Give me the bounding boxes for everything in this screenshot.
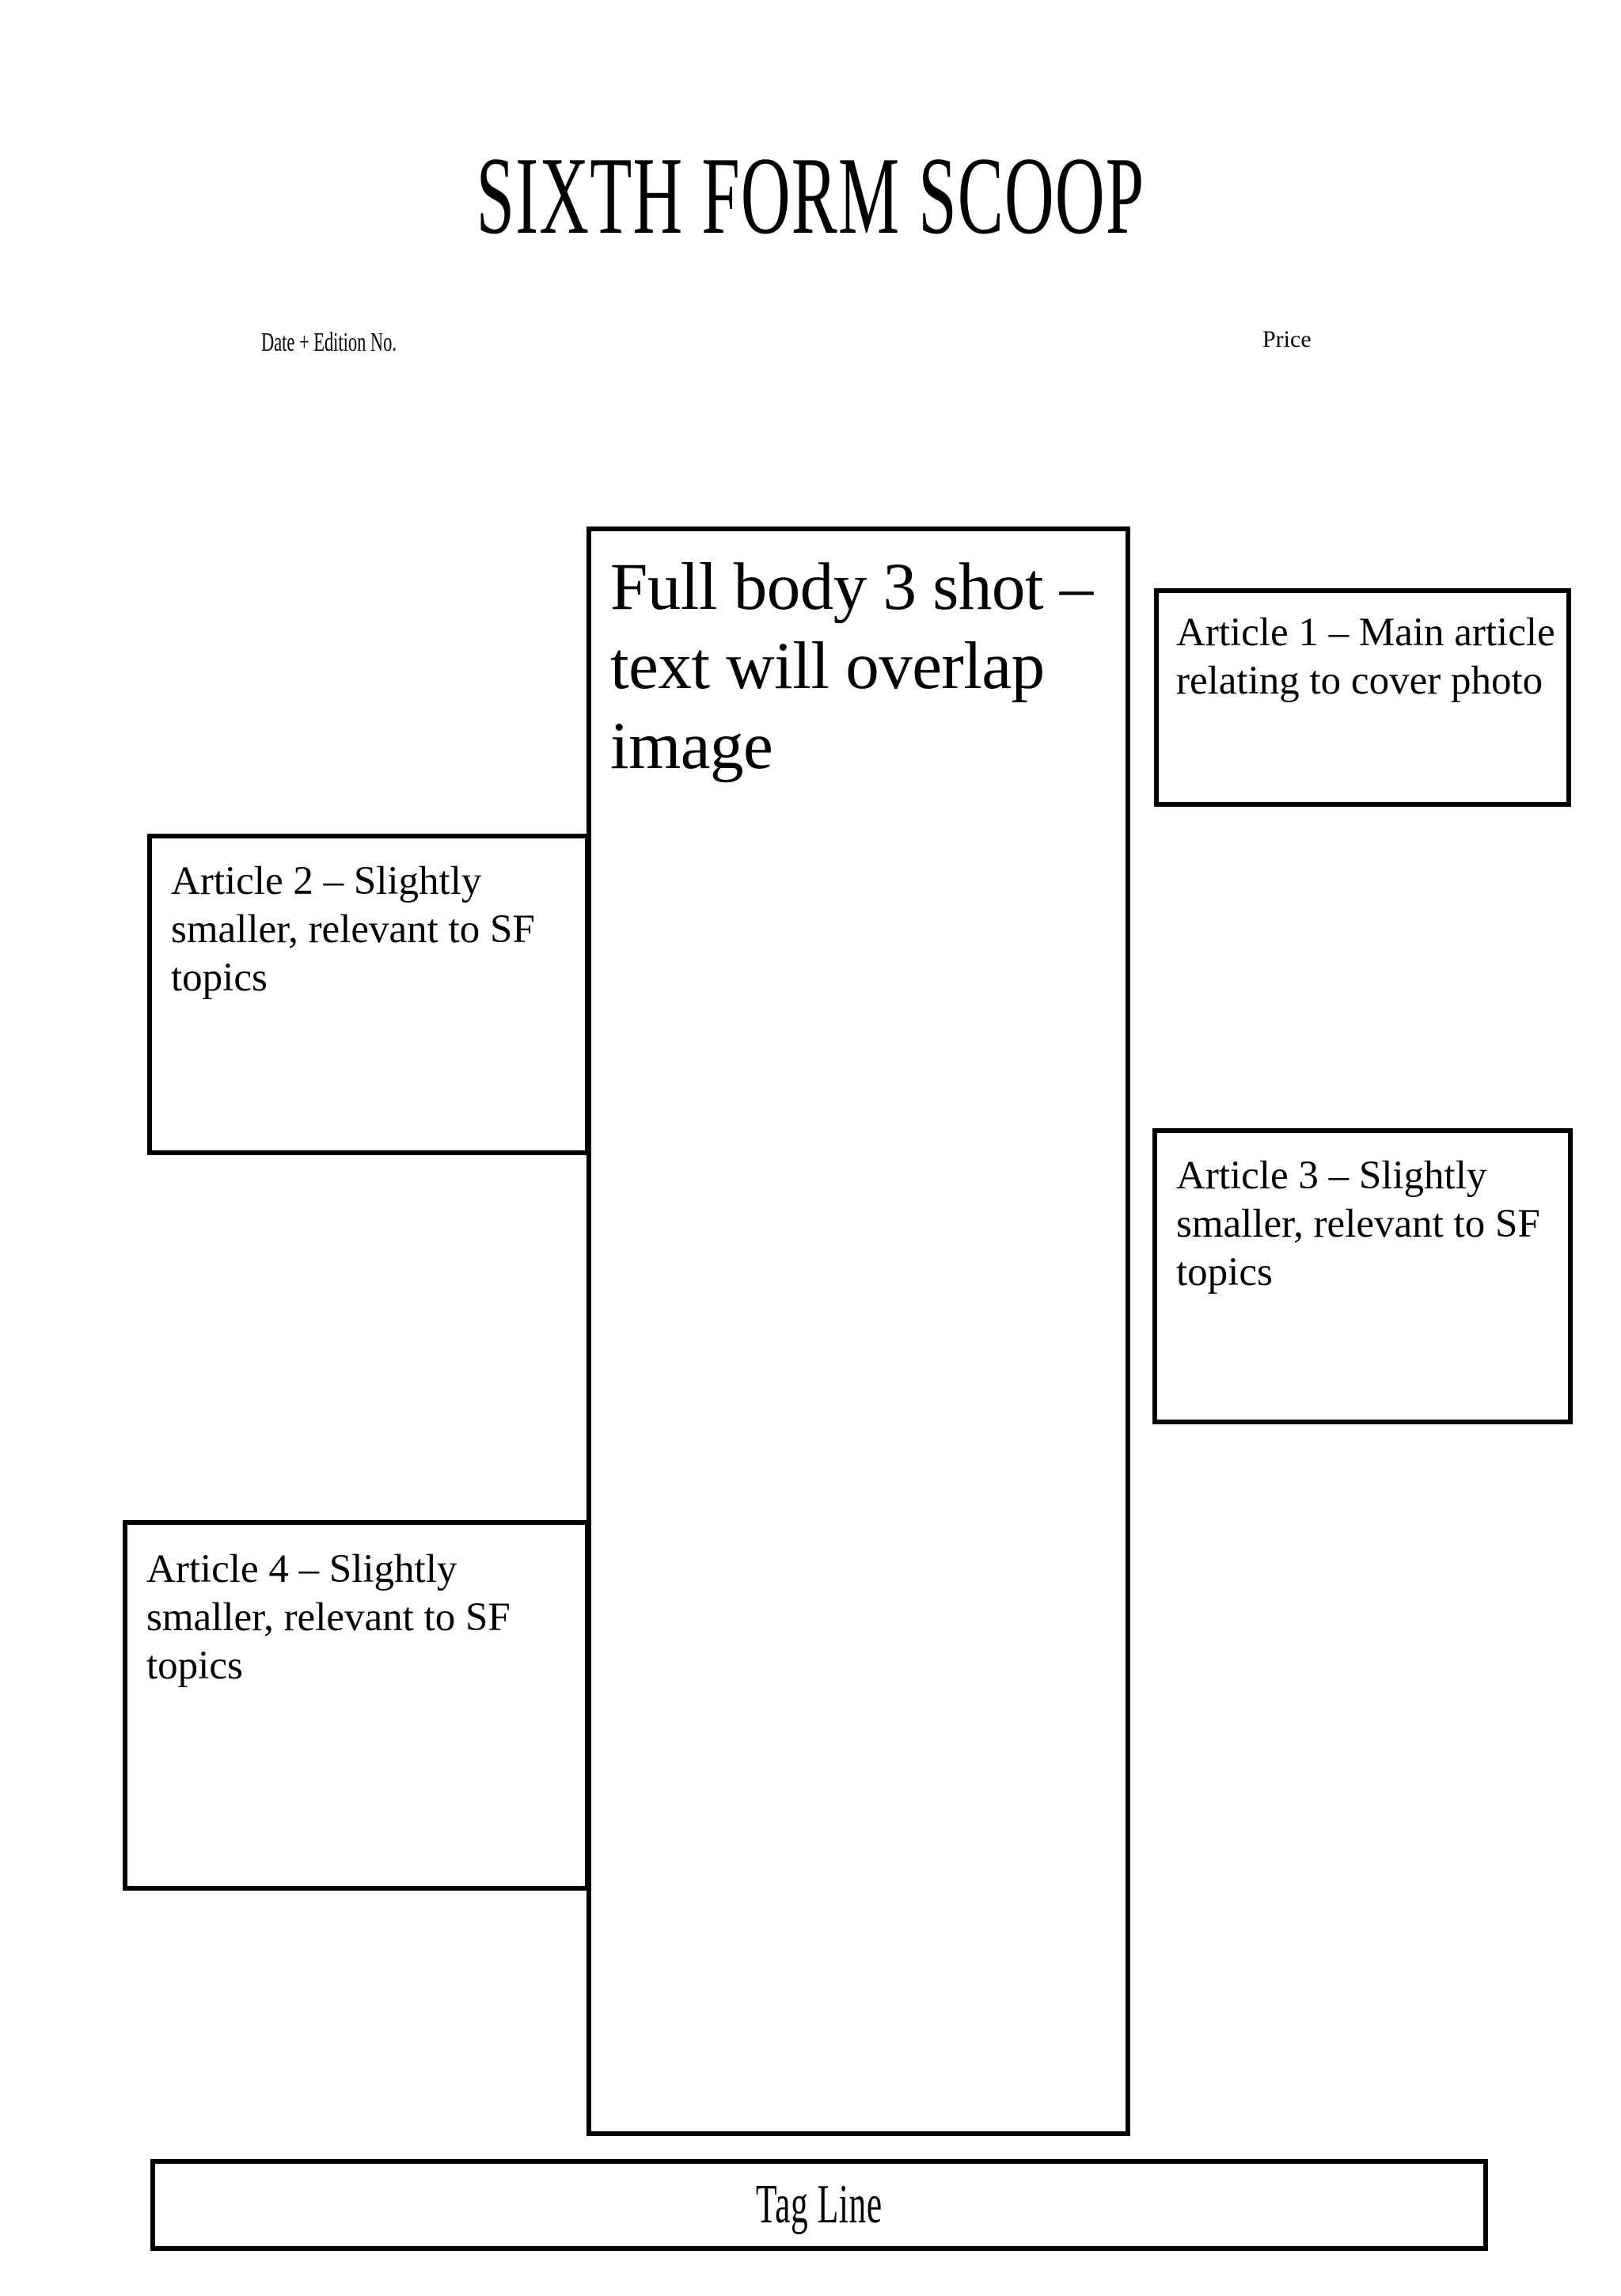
article-1-text: Article 1 – Main article relating to cov…	[1176, 610, 1555, 704]
tagline-text: Tag Line	[756, 2174, 883, 2235]
article-3-text: Article 3 – Slightly smaller, relevant t…	[1176, 1154, 1540, 1295]
article-2-box[interactable]: Article 2 – Slightly smaller, relevant t…	[147, 834, 590, 1155]
cover-photo-placeholder-text: Full body 3 shot – text will overlap ima…	[610, 549, 1093, 783]
price-label: Price	[1262, 326, 1312, 352]
page-title: SIXTH FORM SCOOP	[476, 135, 1145, 257]
tagline-box[interactable]: Tag Line	[150, 2159, 1488, 2251]
cover-photo-placeholder-box[interactable]: Full body 3 shot – text will overlap ima…	[587, 526, 1130, 2136]
date-edition-label: Date + Edition No.	[261, 328, 397, 357]
article-4-text: Article 4 – Slightly smaller, relevant t…	[146, 1547, 511, 1689]
article-1-box[interactable]: Article 1 – Main article relating to cov…	[1154, 588, 1571, 807]
article-3-box[interactable]: Article 3 – Slightly smaller, relevant t…	[1152, 1128, 1573, 1424]
article-2-text: Article 2 – Slightly smaller, relevant t…	[171, 859, 535, 1001]
article-4-box[interactable]: Article 4 – Slightly smaller, relevant t…	[123, 1520, 590, 1891]
